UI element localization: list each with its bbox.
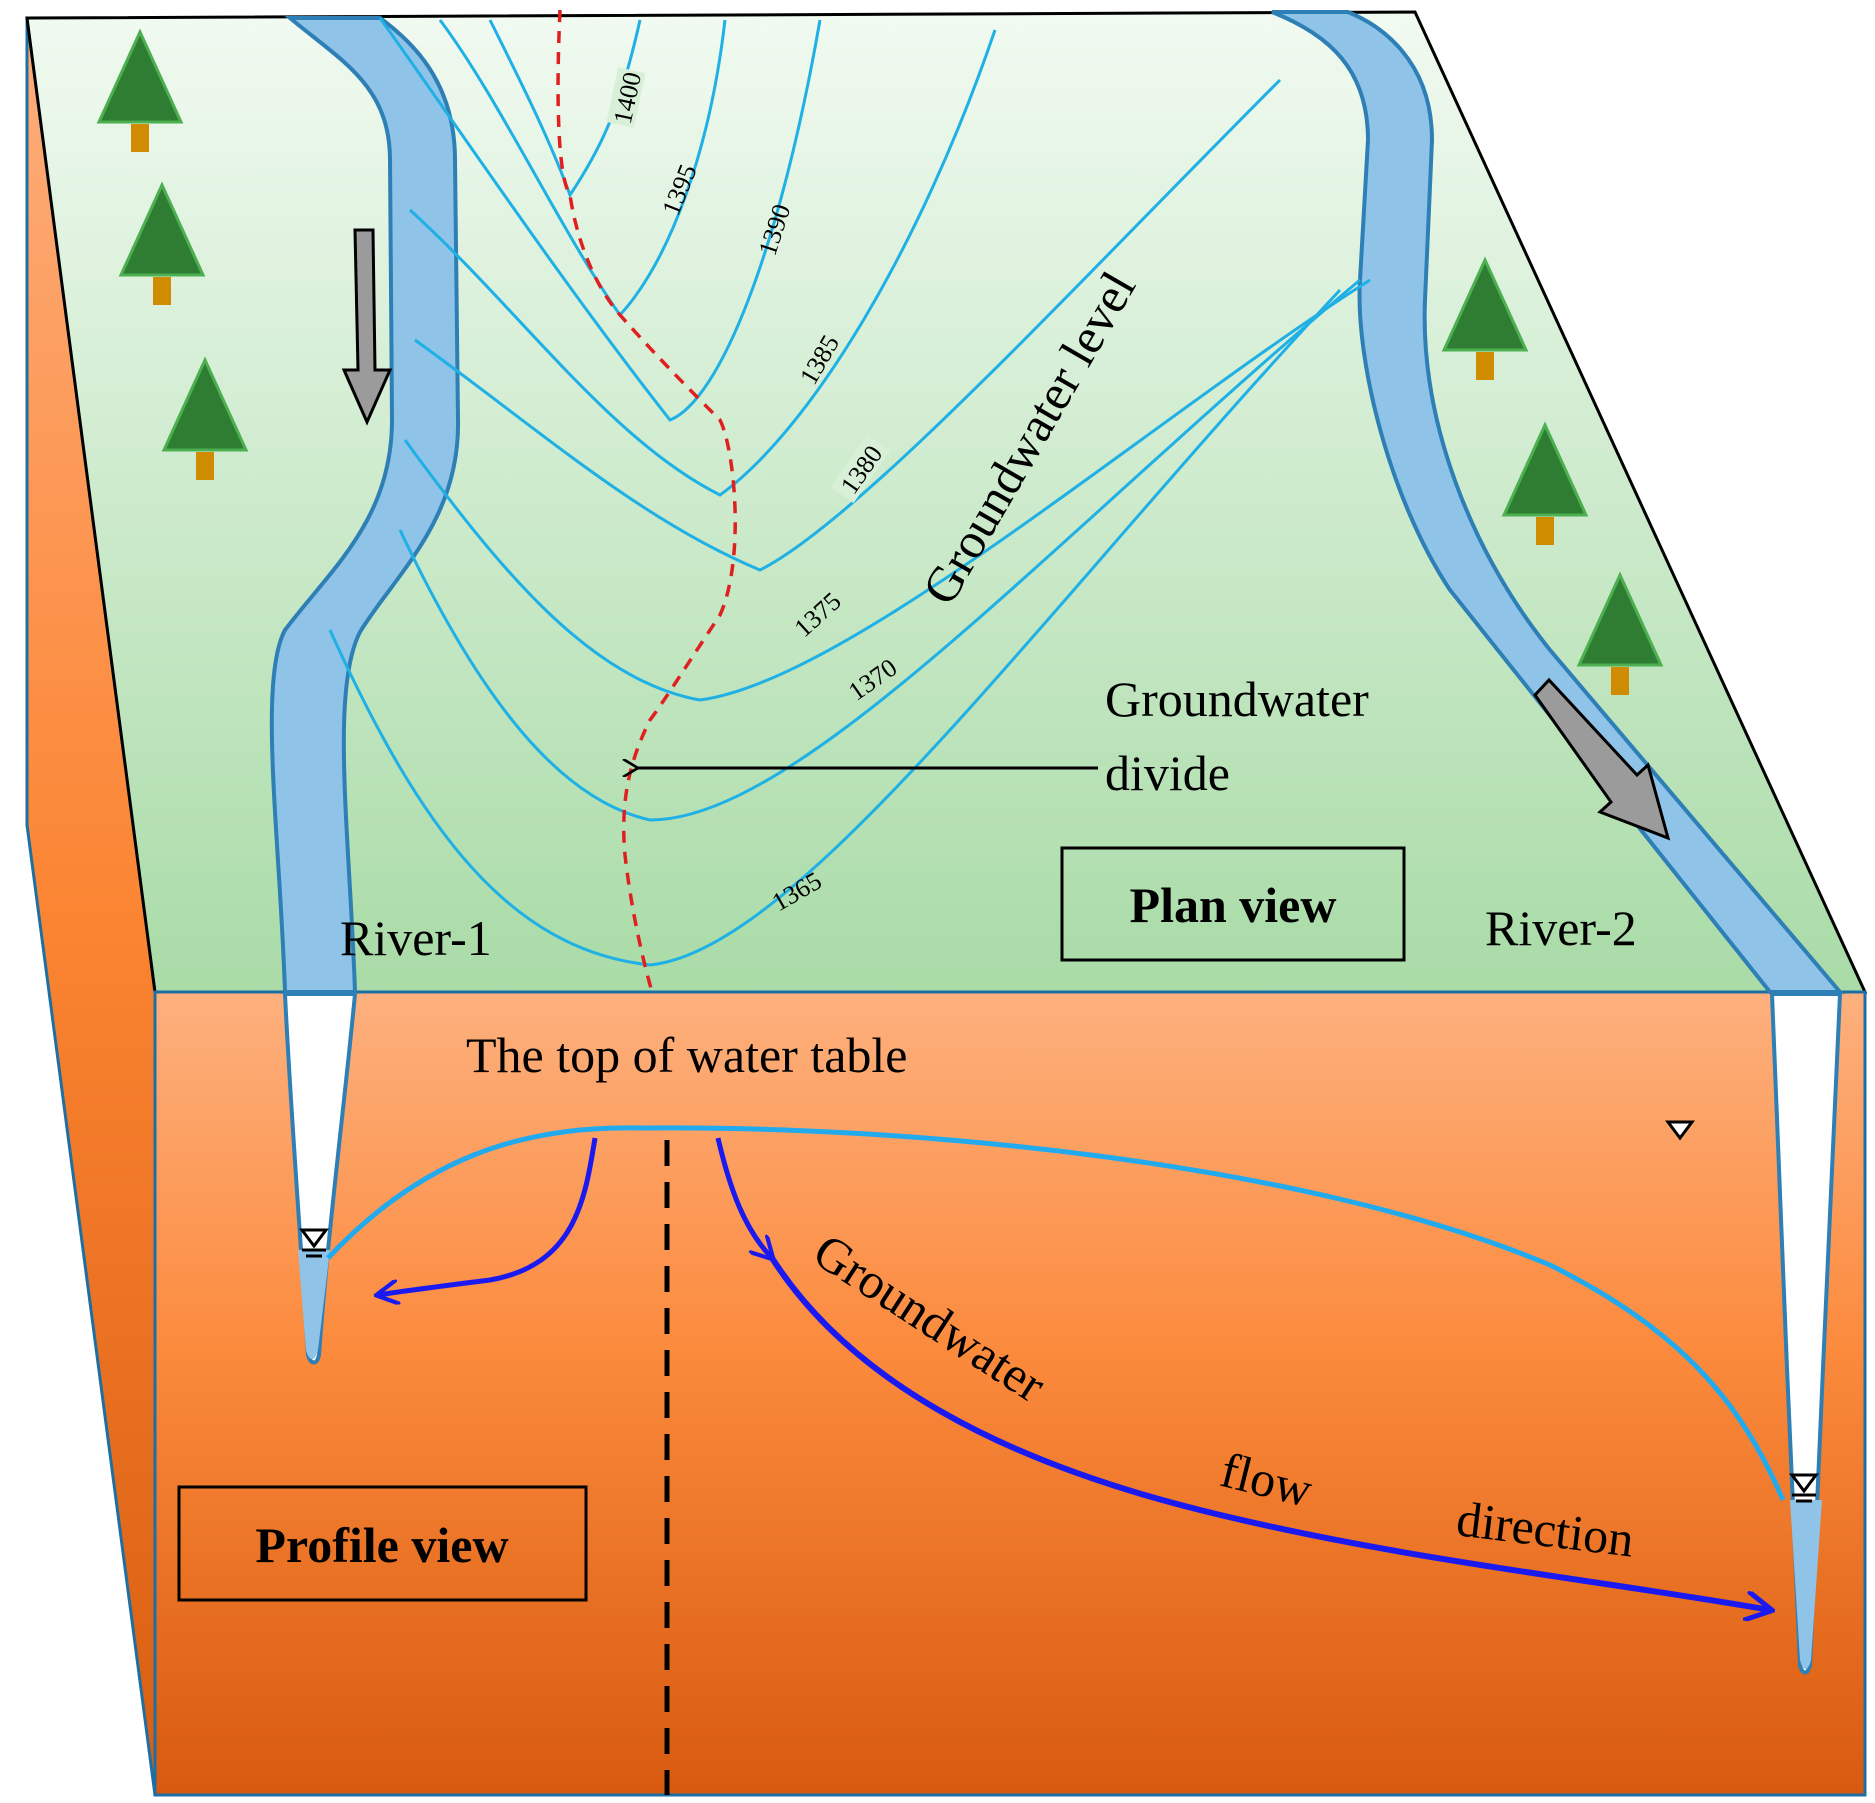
flow-direction-arrow-icon — [341, 228, 393, 426]
water-level-marker-icon — [1665, 1120, 1695, 1141]
divide-label-line2: divide — [1105, 745, 1230, 801]
flow-direction-arrow-icon — [1533, 677, 1671, 841]
profile-view-box: Profile view — [177, 1485, 588, 1602]
river-2 — [1271, 10, 1845, 994]
river-2-water — [1790, 1500, 1822, 1669]
flow-arrow-right-long — [769, 1256, 1770, 1610]
tree-icon — [1501, 421, 1589, 545]
water-level-marker-icon — [299, 1228, 329, 1258]
contour-1370 — [398, 278, 1361, 822]
profile-view-face — [153, 990, 1867, 1797]
tree-icon — [118, 181, 206, 305]
profile-view-label: Profile view — [255, 1517, 508, 1573]
tree-icon — [96, 28, 184, 152]
tree-icon — [1576, 571, 1664, 695]
river-1-label: River-1 — [340, 910, 492, 966]
contour-1385 — [408, 29, 997, 497]
tree-icon — [161, 356, 249, 480]
flow-arrow-left — [378, 1137, 598, 1295]
divide-label-line1: Groundwater — [1105, 671, 1369, 727]
plan-view-box: Plan view — [1060, 846, 1406, 962]
river-1-water — [298, 1250, 330, 1359]
flow-arrow-right-short — [715, 1137, 772, 1258]
river-2-channel — [1769, 992, 1843, 1675]
contour-1390 — [378, 17, 822, 422]
contour-1365 — [328, 288, 1342, 967]
water-level-marker-icon — [1789, 1473, 1819, 1503]
plan-view-label: Plan view — [1130, 877, 1337, 933]
water-table-label: The top of water table — [466, 1027, 907, 1083]
river-2-label: River-2 — [1485, 900, 1637, 956]
contour-1380 — [414, 78, 1282, 572]
contour-1375 — [403, 278, 1371, 702]
groundwater-divide-line — [556, 9, 737, 993]
water-table-curve — [326, 1125, 1786, 1501]
tree-icon — [1441, 256, 1529, 380]
